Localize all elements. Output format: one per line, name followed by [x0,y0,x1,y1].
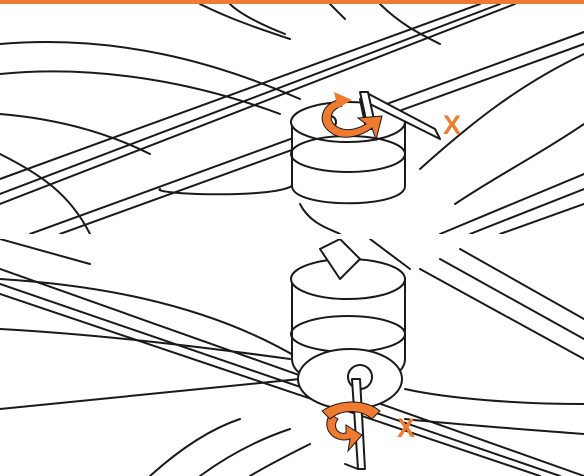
fan-blade-curve [404,418,584,435]
fan-blade-curve [149,418,241,476]
step-2-drawing [0,239,584,476]
fan-blade-curve [0,378,301,410]
rail-edge [499,203,584,234]
fan-blade-curve [454,123,584,205]
fan-blade-curve [439,258,584,340]
illustration-step-1: X [0,4,584,234]
motor-arm [299,203,341,234]
allen-key-short-arm [344,463,359,470]
rail-edge [469,188,584,234]
rail-edge [0,4,516,205]
illustration-step-2: X [0,239,584,476]
fan-blade-curve [379,4,441,45]
motor-base [297,348,403,410]
mount-bracket [369,239,411,270]
fan-blade-curve [199,4,291,40]
fan-blade-curve [0,113,151,155]
fan-blade-curve [249,443,311,476]
step-1-drawing [0,4,584,234]
rail-edge [439,173,584,234]
fan-blade-curve [404,388,584,405]
rail-edge [0,4,481,180]
rail-edge [0,239,91,265]
panel-divider [0,234,584,239]
motor-arm [158,185,293,196]
fan-blade-curve [0,278,301,360]
top-accent-bar [0,0,584,4]
rail-edge [0,283,561,476]
fan-blade-curve [0,41,301,100]
fan-blade-curve [419,53,584,170]
mount-bracket [319,239,361,280]
rail-edge [0,268,584,476]
fan-blade-curve [419,268,584,360]
step-label-x: X [443,110,462,140]
fan-blade-curve [0,153,91,234]
motor-housing [291,121,406,205]
rotate-arrow-icon [321,92,383,142]
rotate-arrow-icon [321,401,381,453]
rail-edge [0,4,501,195]
fan-blade-curve [0,70,281,115]
fan-blade-curve [329,4,346,20]
fan-blade-curve [459,248,584,320]
fan-blade-curve [229,4,286,35]
fan-blade-curve [199,428,291,476]
step-label-x: X [397,413,416,443]
rail-edge [0,293,541,476]
